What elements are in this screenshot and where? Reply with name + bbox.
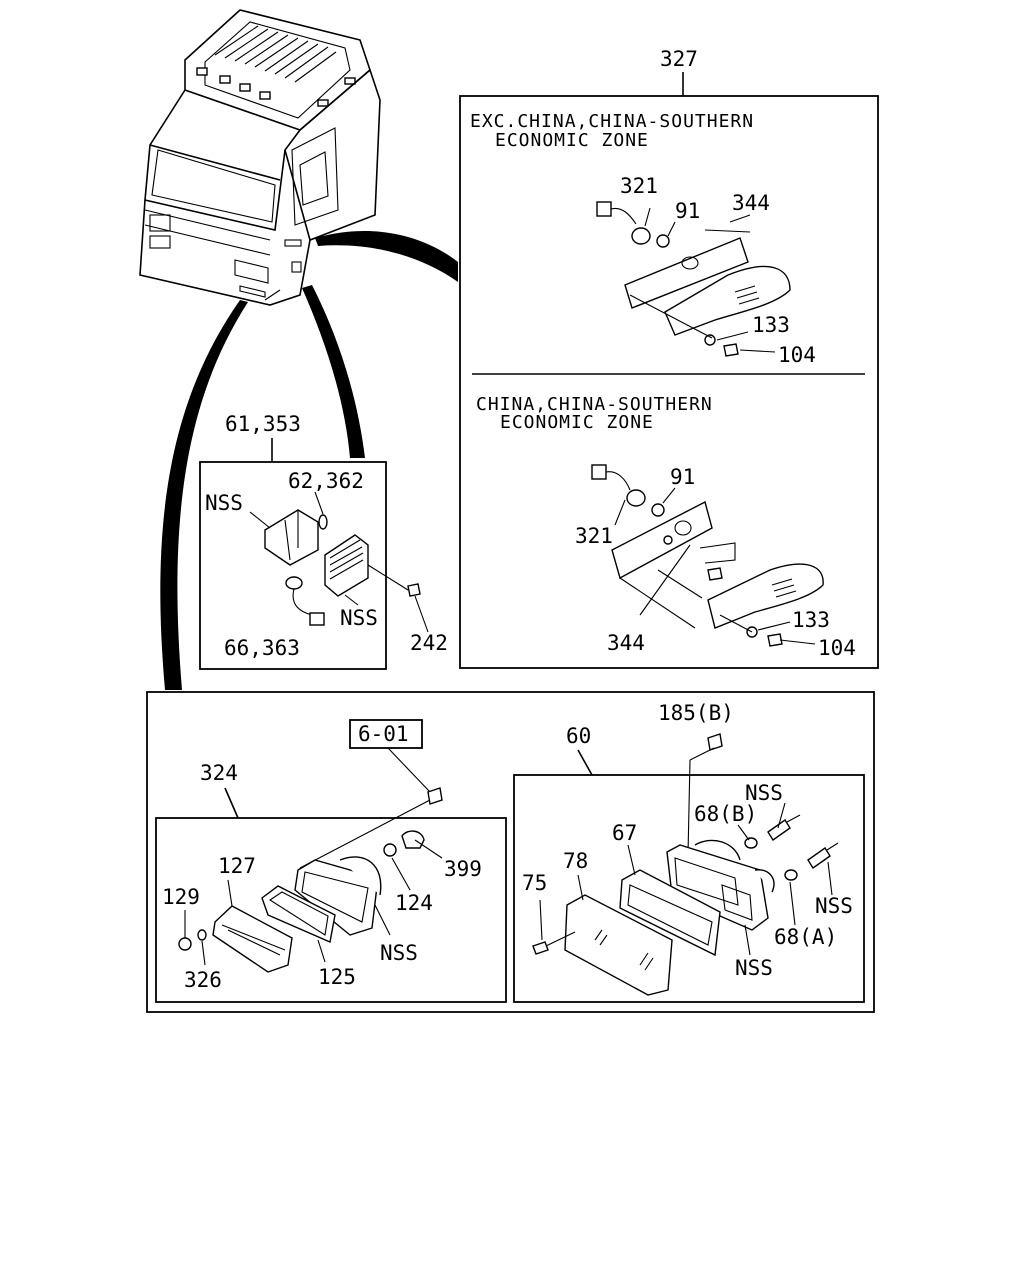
label-326: 326 (184, 968, 222, 992)
label-nss-side-top: NSS (205, 491, 243, 515)
label-321-a: 321 (620, 174, 658, 198)
label-67: 67 (612, 821, 637, 845)
label-185b: 185(B) (658, 701, 734, 725)
label-124: 124 (395, 891, 433, 915)
label-104-a: 104 (778, 343, 816, 367)
section2-header-line1: CHINA,CHINA-SOUTHERN (476, 394, 713, 415)
label-104-b: 104 (818, 636, 856, 660)
assembly-61-353: 61,353 62,362 NSS NSS 66,363 242 (199, 412, 448, 670)
label-91-b: 91 (670, 465, 695, 489)
section1-header-line1: EXC.CHINA,CHINA-SOUTHERN (470, 111, 754, 132)
ref-60: 60 (566, 724, 591, 748)
section2-parts (591, 464, 824, 647)
assembly-bottom: 6-01 324 399 124 (146, 691, 875, 1013)
label-129: 129 (162, 885, 200, 909)
label-78: 78 (563, 849, 588, 873)
ref-6-01: 6-01 (358, 722, 409, 746)
label-321-b: 321 (575, 524, 613, 548)
box-61-353 (199, 461, 387, 670)
label-nss-60-right: NSS (815, 894, 853, 918)
label-127: 127 (218, 854, 256, 878)
label-66-363: 66,363 (224, 636, 300, 660)
label-68b: 68(B) (694, 802, 757, 826)
assembly-327: 327 EXC.CHINA,CHINA-SOUTHERN ECONOMIC ZO… (459, 47, 879, 669)
lamp-324-parts (178, 787, 443, 973)
label-62-362: 62,362 (288, 469, 364, 493)
ref-324: 324 (200, 761, 238, 785)
box-bottom (146, 691, 875, 1013)
section1-parts (596, 201, 791, 357)
label-68a: 68(A) (774, 925, 837, 949)
callout-bands (160, 231, 458, 690)
side-lamp-parts (249, 491, 429, 633)
ref-327: 327 (660, 47, 698, 71)
label-133-a: 133 (752, 313, 790, 337)
label-125: 125 (318, 965, 356, 989)
ref-61-353: 61,353 (225, 412, 301, 436)
label-nss-324: NSS (380, 941, 418, 965)
ref-6-01-box (349, 719, 423, 749)
label-91-a: 91 (675, 199, 700, 223)
box-324 (155, 817, 507, 1003)
label-344-b: 344 (607, 631, 645, 655)
truck-cab-illustration (139, 9, 381, 306)
label-nss-60-top: NSS (745, 781, 783, 805)
label-344-a: 344 (732, 191, 770, 215)
label-nss-60-bottom: NSS (735, 956, 773, 980)
box-327 (459, 95, 879, 669)
box-60 (513, 774, 865, 1003)
lamp-60-parts (532, 733, 839, 996)
section1-header-line2: ECONOMIC ZONE (495, 130, 649, 151)
label-nss-side-mid: NSS (340, 606, 378, 630)
section2-header-line2: ECONOMIC ZONE (500, 412, 654, 433)
label-75: 75 (522, 871, 547, 895)
label-242: 242 (410, 631, 448, 655)
label-133-b: 133 (792, 608, 830, 632)
label-399: 399 (444, 857, 482, 881)
